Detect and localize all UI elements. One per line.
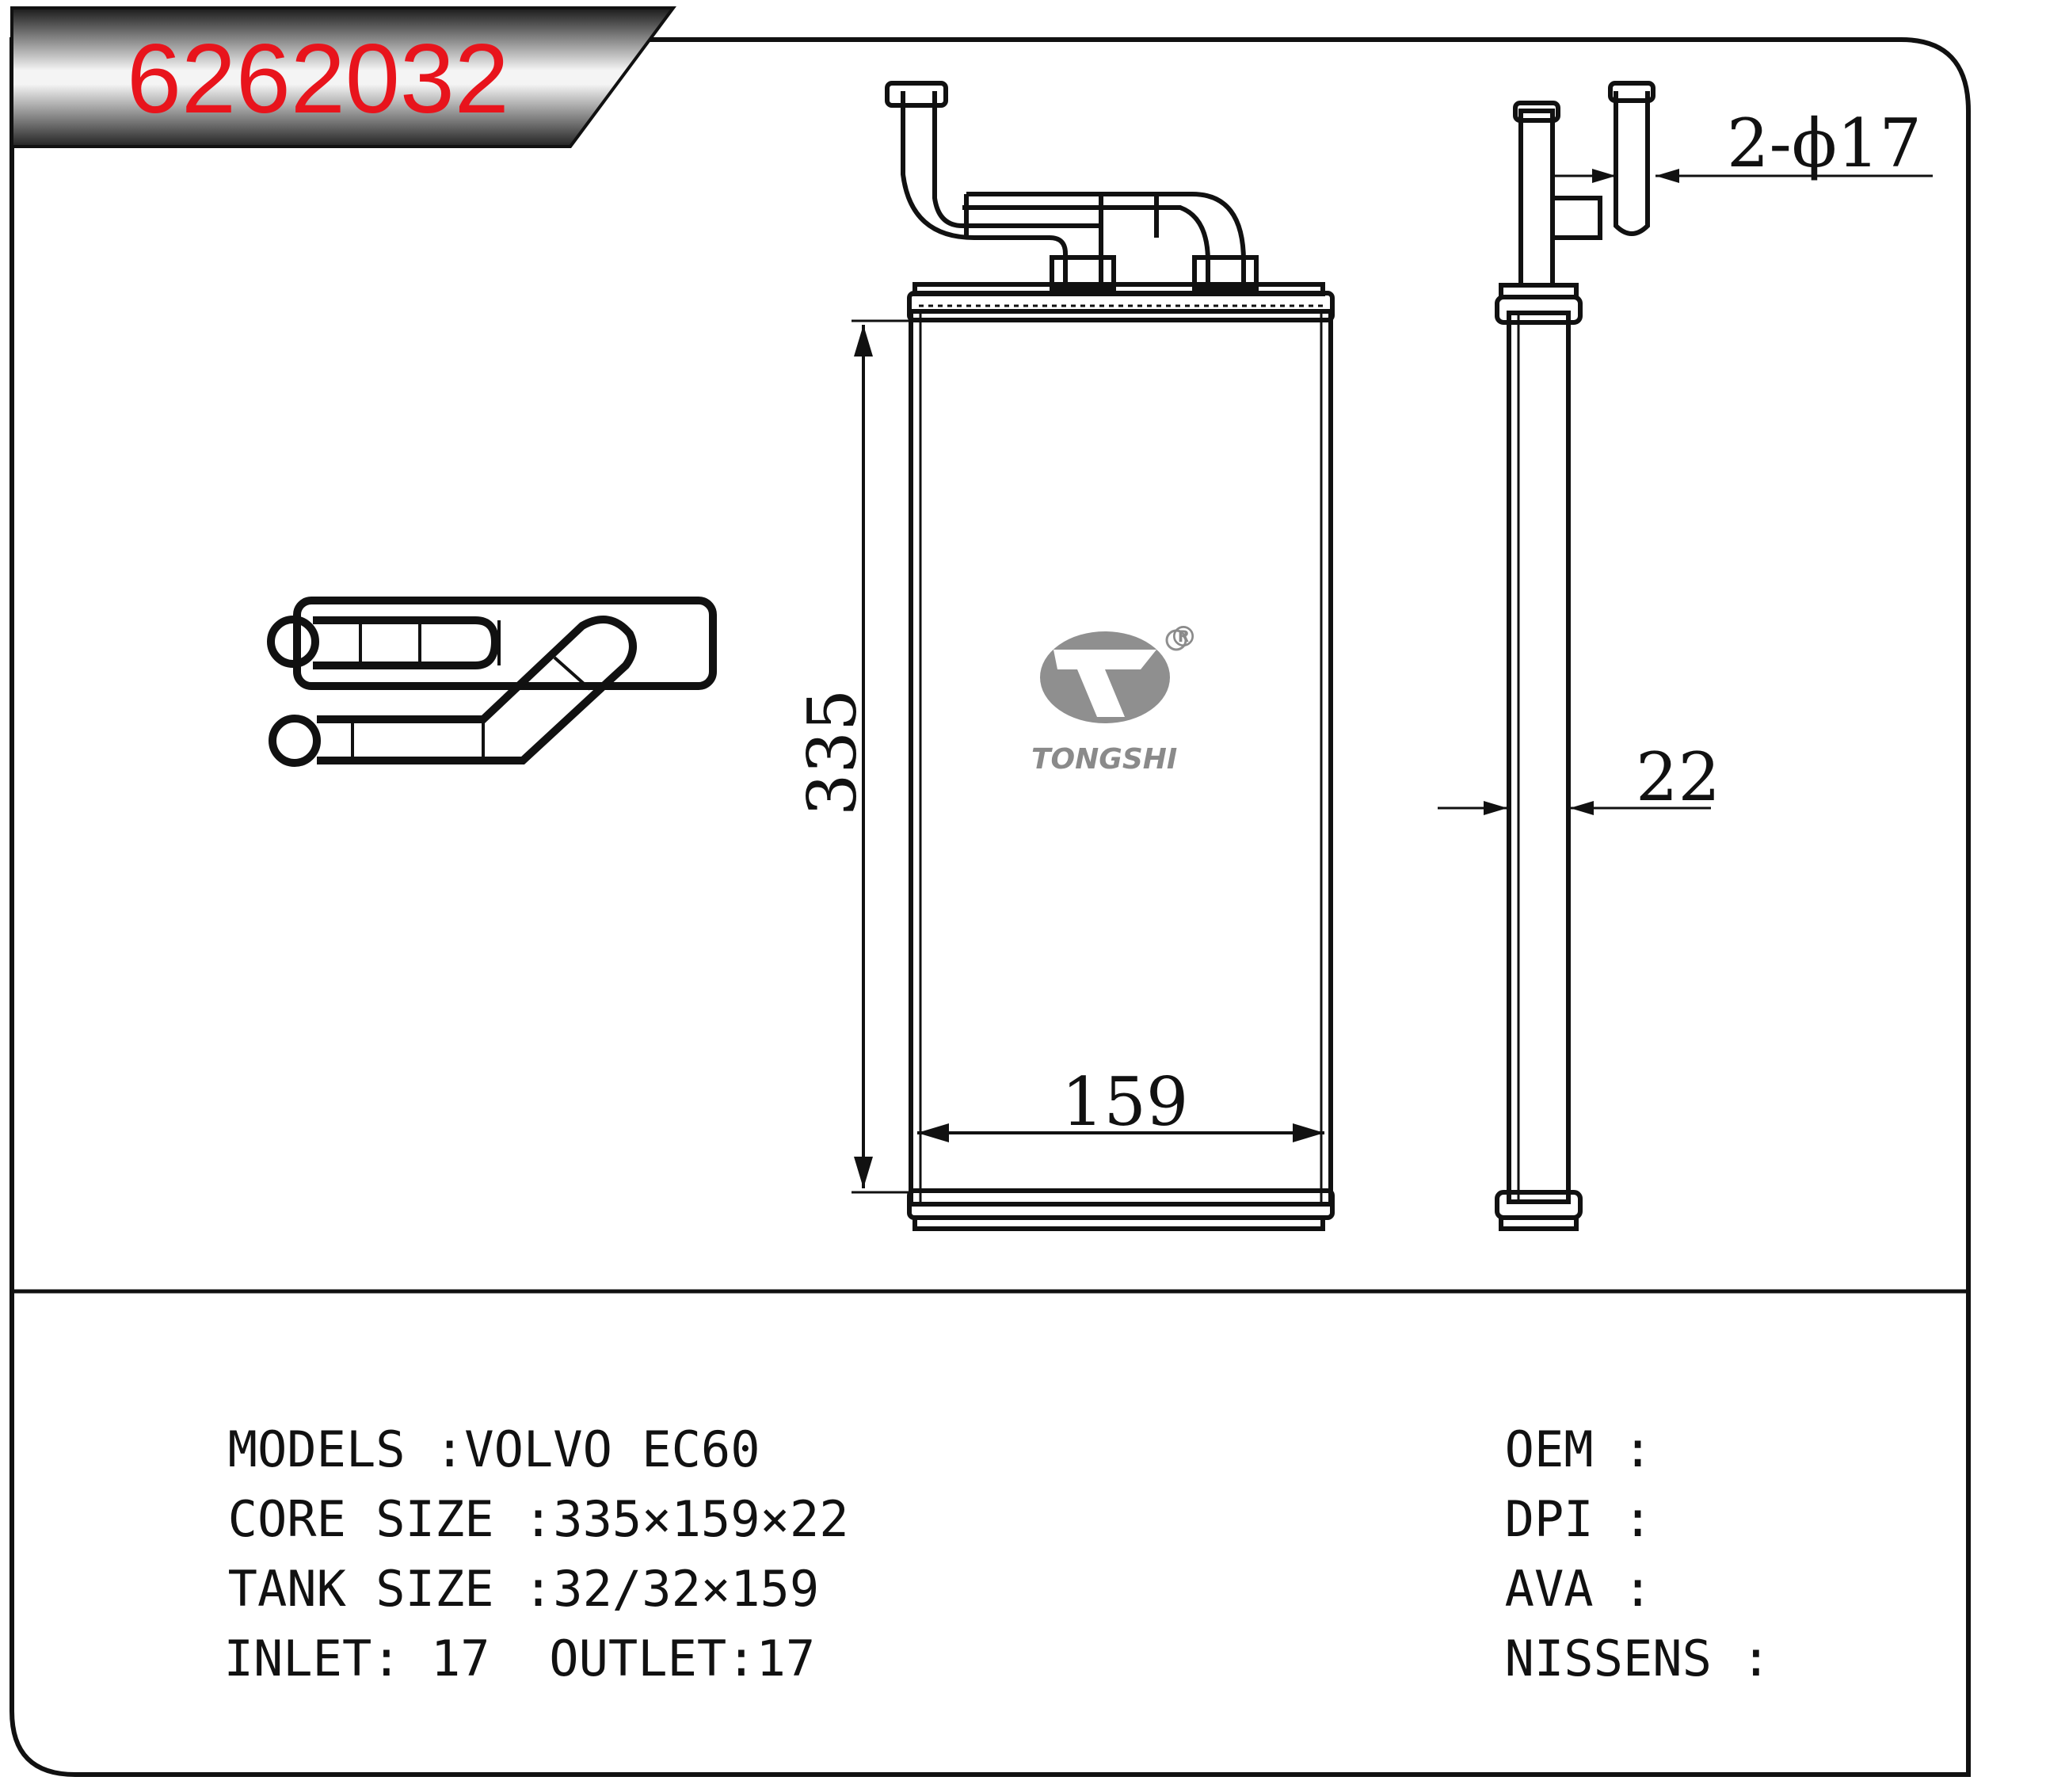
spec-core-size: CORE SIZE :335×159×22 <box>169 1446 849 1544</box>
spec-models: MODELS :VOLVO EC60 <box>169 1376 760 1474</box>
spec-oem: OEM : <box>1446 1376 1653 1474</box>
spec-models-label: MODELS <box>227 1420 406 1478</box>
depth-label: 22 <box>1636 738 1720 816</box>
spec-core-size-label: CORE SIZE <box>227 1490 494 1548</box>
depth-dimension: 22 <box>1438 738 1720 816</box>
spec-tank-size-sep: : <box>493 1560 554 1618</box>
spec-inlet-label: INLET <box>223 1630 372 1687</box>
spec-models-sep: : <box>405 1420 465 1478</box>
spec-core-size-sep: : <box>493 1490 554 1548</box>
spec-nissens-label: NISSENS <box>1504 1630 1712 1687</box>
spec-inlet-outlet: INLET: 17 OUTLET:17 <box>165 1585 816 1683</box>
spec-dpi-label: DPI <box>1504 1490 1594 1548</box>
part-number-banner: 6262032 <box>10 6 676 148</box>
spec-dpi: DPI : <box>1446 1446 1653 1544</box>
height-dimension: 335 <box>794 319 913 1194</box>
spec-outlet-value: 17 <box>756 1630 816 1687</box>
part-number: 6262032 <box>127 25 509 134</box>
spec-tank-size-value: 32/32×159 <box>553 1560 820 1618</box>
spec-core-size-value: 335×159×22 <box>553 1490 849 1548</box>
outer-frame <box>10 37 1971 1777</box>
inlet-outlet-pipes-front <box>885 81 1259 292</box>
pipe-diameter-dimension: 2-ϕ17 <box>1553 105 1933 183</box>
spec-oem-sep: : <box>1593 1420 1653 1478</box>
tongshi-logo: ® TONGSHI <box>1031 621 1198 776</box>
heater-core-top-view <box>267 597 717 767</box>
logo-text: TONGSHI <box>1031 743 1177 776</box>
spec-oem-label: OEM <box>1504 1420 1594 1478</box>
spec-models-value: VOLVO EC60 <box>464 1420 760 1478</box>
spec-ava-sep: : <box>1593 1560 1653 1618</box>
spec-tank-size: TANK SIZE :32/32×159 <box>169 1516 820 1614</box>
spec-inlet-sep: : <box>371 1630 431 1687</box>
spec-nissens: NISSENS : <box>1446 1585 1771 1683</box>
pipe-diameter-label: 2-ϕ17 <box>1727 105 1922 182</box>
spec-nissens-sep: : <box>1711 1630 1771 1687</box>
spec-outlet-sep: : <box>726 1630 756 1687</box>
spec-outlet-label: OUTLET <box>549 1630 727 1687</box>
width-dimension: 159 <box>917 1063 1324 1142</box>
spec-ava-label: AVA <box>1504 1560 1594 1618</box>
registered-mark: ® <box>1169 621 1198 654</box>
spec-ava: AVA : <box>1446 1516 1653 1614</box>
heater-core-side-view <box>1495 81 1655 1231</box>
spec-dpi-sep: : <box>1593 1490 1653 1548</box>
spec-tank-size-label: TANK SIZE <box>227 1560 494 1618</box>
height-label: 335 <box>794 689 871 816</box>
heater-core-front-view <box>907 282 1335 1231</box>
width-label: 159 <box>1061 1063 1188 1141</box>
spec-inlet-value: 17 <box>430 1630 490 1687</box>
